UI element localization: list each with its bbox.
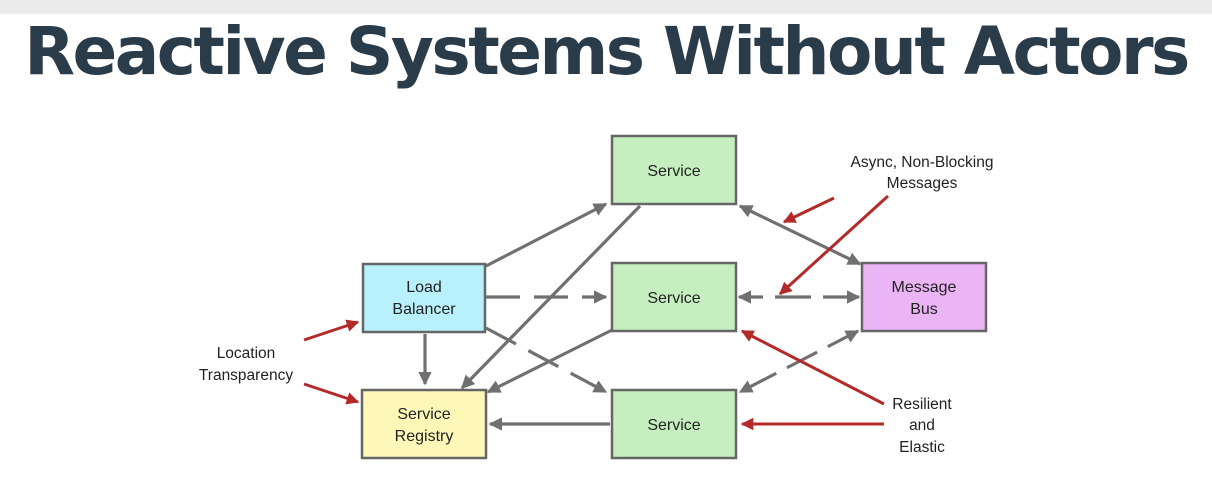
bus-service-top-arrow bbox=[738, 204, 862, 266]
load-balancer-label-line2: Balancer bbox=[392, 301, 456, 318]
load-balancer-box bbox=[361, 262, 487, 334]
service-mid-label: Service bbox=[647, 290, 700, 307]
message-bus-label-line2: Bus bbox=[910, 301, 938, 318]
resilient-elastic-line3: Elastic bbox=[899, 439, 945, 456]
service-bottom-node: Service bbox=[610, 388, 738, 460]
service-bottom-box bbox=[610, 388, 738, 460]
lb-to-service-top-arrow bbox=[485, 202, 608, 268]
async-to-service-top-arrow bbox=[782, 196, 835, 224]
resilient-to-service-mid-arrow bbox=[740, 329, 885, 406]
service-mid-box bbox=[610, 261, 738, 333]
service-top-label: Service bbox=[647, 163, 700, 180]
message-bus-node: Message Bus bbox=[860, 261, 988, 333]
service-registry-box bbox=[360, 388, 488, 460]
message-bus-box bbox=[860, 261, 988, 333]
message-bus-label-line1: Message bbox=[892, 279, 957, 296]
async-to-message-bus-arrow bbox=[778, 194, 890, 296]
lb-to-service-bottom-arrow bbox=[485, 326, 608, 394]
service-top-node: Service bbox=[610, 134, 738, 206]
location-to-lb-arrow bbox=[303, 319, 360, 342]
location-transparency-line1: Location bbox=[217, 345, 276, 362]
service-top-to-registry-arrow bbox=[460, 204, 642, 390]
service-mid-to-registry-arrow bbox=[486, 328, 613, 394]
service-registry-node: Service Registry bbox=[360, 388, 488, 460]
service-bottom-label: Service bbox=[647, 417, 700, 434]
async-messages-annotation: Async, Non-Blocking Messages bbox=[850, 154, 993, 192]
slide-title: Reactive Systems Without Actors bbox=[24, 13, 1190, 90]
service-mid-node: Service bbox=[610, 261, 738, 333]
resilient-elastic-line1: Resilient bbox=[892, 396, 952, 413]
location-to-registry-arrow bbox=[303, 382, 360, 405]
connectors bbox=[418, 202, 862, 431]
async-messages-line1: Async, Non-Blocking bbox=[850, 154, 993, 171]
resilient-elastic-line2: and bbox=[909, 417, 935, 434]
top-strip bbox=[0, 0, 1212, 14]
service-registry-label-line1: Service bbox=[397, 406, 450, 423]
location-transparency-annotation: Location Transparency bbox=[199, 345, 293, 384]
location-transparency-line2: Transparency bbox=[199, 367, 293, 384]
load-balancer-label-line1: Load bbox=[406, 279, 442, 296]
resilient-elastic-annotation: Resilient and Elastic bbox=[892, 396, 952, 456]
async-messages-line2: Messages bbox=[887, 175, 958, 192]
annotation-arrows bbox=[303, 194, 890, 431]
service-top-box bbox=[610, 134, 738, 206]
service-registry-label-line2: Registry bbox=[395, 428, 454, 445]
load-balancer-node: Load Balancer bbox=[361, 262, 487, 334]
